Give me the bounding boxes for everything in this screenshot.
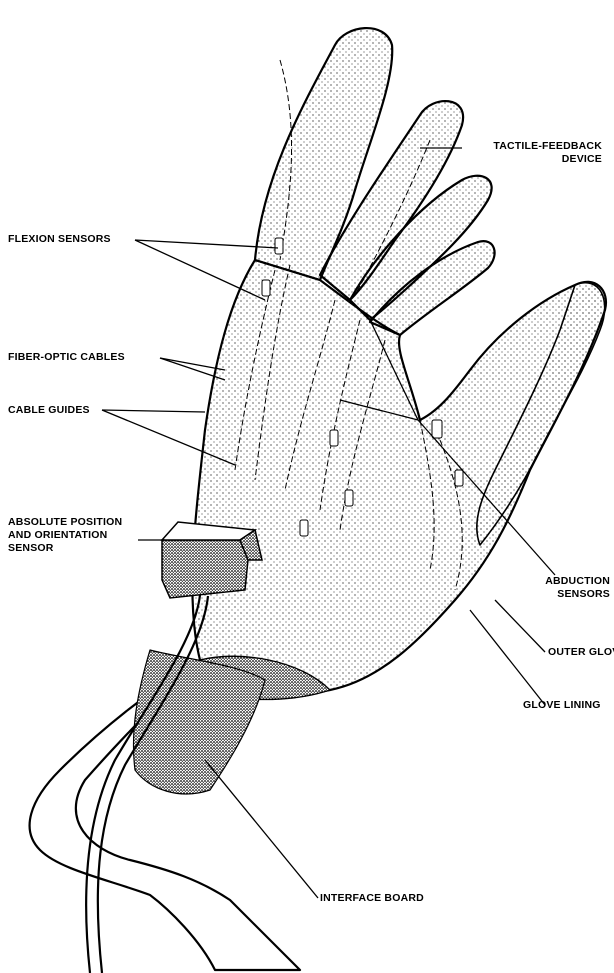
- label-absolute-line3: SENSOR: [8, 542, 122, 555]
- interface-board-patch: [133, 650, 265, 794]
- label-tactile-feedback: TACTILE-FEEDBACK DEVICE: [450, 140, 602, 166]
- label-absolute-line1: ABSOLUTE POSITION: [8, 516, 122, 529]
- label-abduction-line1: ABDUCTION: [500, 575, 610, 588]
- label-tactile-line1: TACTILE-FEEDBACK: [450, 140, 602, 153]
- leader-fiber-1: [160, 358, 225, 370]
- leader-guides-1: [102, 410, 205, 412]
- leader-outer-glove: [495, 600, 545, 652]
- label-absolute-line2: AND ORIENTATION: [8, 529, 122, 542]
- label-flexion-sensors: FLEXION SENSORS: [8, 233, 111, 246]
- label-tactile-line2: DEVICE: [450, 153, 602, 166]
- leader-flexion-2: [135, 240, 265, 300]
- hand-outline: [30, 28, 606, 970]
- label-abduction-sensors: ABDUCTION SENSORS: [500, 575, 610, 601]
- label-fiber-optic-cables: FIBER-OPTIC CABLES: [8, 351, 125, 364]
- label-abduction-line2: SENSORS: [500, 588, 610, 601]
- label-absolute-position: ABSOLUTE POSITION AND ORIENTATION SENSOR: [8, 516, 122, 555]
- leader-interface: [205, 760, 318, 898]
- label-interface-board: INTERFACE BOARD: [320, 892, 424, 905]
- label-cable-guides: CABLE GUIDES: [8, 404, 90, 417]
- leader-glove-lining: [470, 610, 545, 705]
- label-outer-glove: OUTER GLOVE: [548, 646, 614, 659]
- label-glove-lining: GLOVE LINING: [523, 699, 601, 712]
